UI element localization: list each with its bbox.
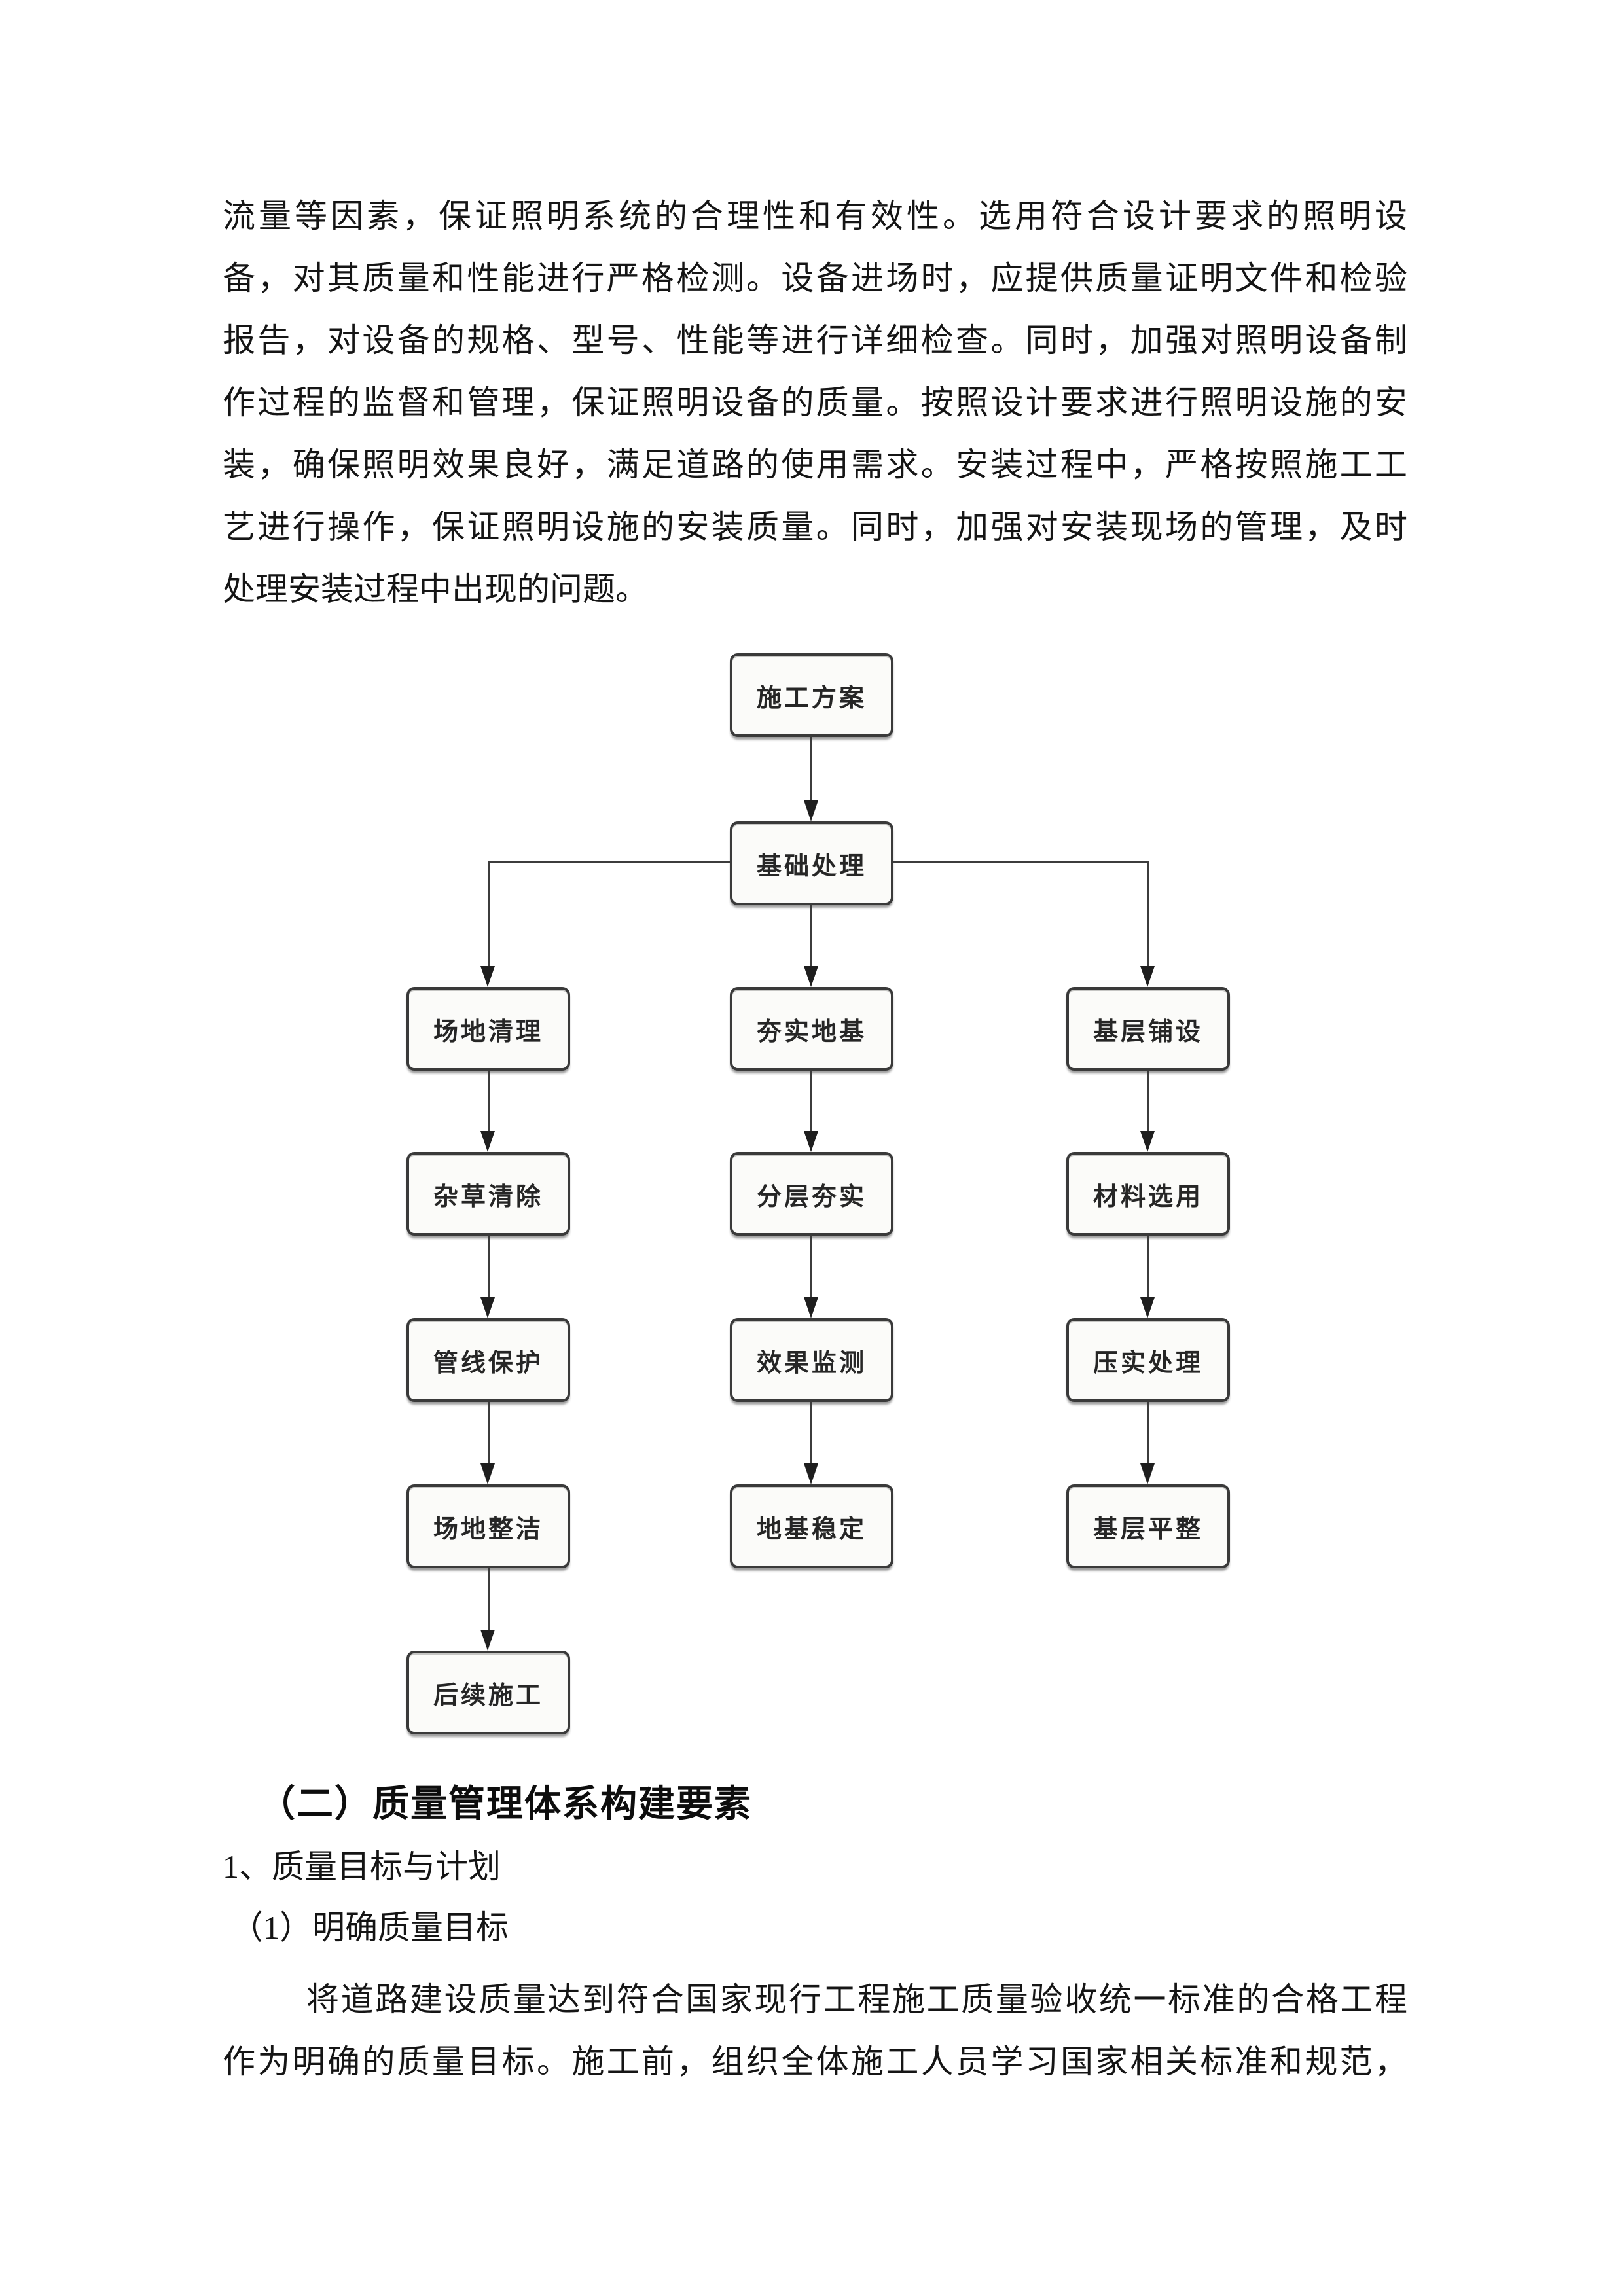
flow-connector <box>488 1568 490 1630</box>
flow-node-compaction-process: 压实处理 <box>1066 1318 1230 1402</box>
flow-connector <box>488 861 490 966</box>
flow-node-material-selection: 材料选用 <box>1066 1152 1230 1236</box>
flow-connector <box>810 905 812 966</box>
paragraph-top: 流量等因素，保证照明系统的合理性和有效性。选用符合设计要求的照明设 备，对其质量… <box>223 185 1407 620</box>
flow-arrowhead <box>480 1630 495 1651</box>
flow-node-effect-monitoring: 效果监测 <box>730 1318 893 1402</box>
flow-arrowhead <box>480 1297 495 1318</box>
subsection-heading: 1、质量目标与计划 <box>223 1848 501 1885</box>
paragraph-bottom: 将道路建设质量达到符合国家现行工程施工质量验收统一标准的合格工程 作为明确的质量… <box>223 1969 1407 2093</box>
flow-connector <box>1147 1402 1149 1463</box>
flow-arrowhead <box>1140 1463 1155 1484</box>
paragraph-line: 作过程的监督和管理，保证照明设备的质量。按照设计要求进行照明设施的安 <box>223 384 1407 421</box>
paragraph-line: 流量等因素，保证照明系统的合理性和有效性。选用符合设计要求的照明设 <box>223 198 1407 234</box>
flow-arrowhead <box>480 1463 495 1484</box>
flow-arrowhead <box>804 1463 818 1484</box>
flow-node-followup-construction: 后续施工 <box>406 1651 570 1734</box>
flow-arrowhead <box>480 966 495 987</box>
flow-node-layered-compaction: 分层夯实 <box>730 1152 893 1236</box>
paragraph-line: 备，对其质量和性能进行严格检测。设备进场时，应提供质量证明文件和检验 <box>223 260 1407 296</box>
flow-node-base-leveling: 基层平整 <box>1066 1484 1230 1568</box>
flow-arrowhead <box>1140 1131 1155 1152</box>
flow-connector <box>810 1071 812 1131</box>
paragraph-line: 将道路建设质量达到符合国家现行工程施工质量验收统一标准的合格工程 <box>306 1981 1407 2018</box>
flow-arrowhead <box>480 1131 495 1152</box>
flow-node-compact-foundation: 夯实地基 <box>730 987 893 1071</box>
flow-node-construction-plan: 施工方案 <box>730 653 893 737</box>
paragraph-line: 作为明确的质量目标。施工前，组织全体施工人员学习国家相关标准和规范， <box>223 2043 1407 2080</box>
flow-node-site-tidiness: 场地整洁 <box>406 1484 570 1568</box>
flow-connector <box>893 861 1148 863</box>
flow-connector <box>810 737 812 800</box>
flow-connector <box>810 1402 812 1463</box>
paragraph-line: 处理安装过程中出现的问题。 <box>223 571 648 607</box>
flow-arrowhead <box>1140 966 1155 987</box>
flow-node-pipeline-protection: 管线保护 <box>406 1318 570 1402</box>
flow-arrowhead <box>804 1131 818 1152</box>
paragraph-line: 艺进行操作，保证照明设施的安装质量。同时，加强对安装现场的管理，及时 <box>223 509 1407 545</box>
flow-node-foundation-treatment: 基础处理 <box>730 821 893 905</box>
flow-connector <box>488 1071 490 1131</box>
paragraph-line: 装，确保照明效果良好，满足道路的使用需求。安装过程中，严格按照施工工 <box>223 446 1407 483</box>
flow-node-site-clearing: 场地清理 <box>406 987 570 1071</box>
flow-arrowhead <box>1140 1297 1155 1318</box>
flow-arrowhead <box>804 966 818 987</box>
flow-connector <box>488 1236 490 1297</box>
flow-arrowhead <box>804 1297 818 1318</box>
flow-node-weed-removal: 杂草清除 <box>406 1152 570 1236</box>
flow-connector <box>488 1402 490 1463</box>
flow-arrowhead <box>804 800 818 821</box>
subsection-heading: （1）明确质量目标 <box>230 1909 509 1946</box>
flow-connector <box>1147 1236 1149 1297</box>
flow-connector <box>1147 861 1149 966</box>
flow-node-foundation-stable: 地基稳定 <box>730 1484 893 1568</box>
flow-connector <box>1147 1071 1149 1131</box>
paragraph-line: 报告，对设备的规格、型号、性能等进行详细检查。同时，加强对照明设备制 <box>223 322 1407 359</box>
flow-connector <box>810 1236 812 1297</box>
flow-node-base-laying: 基层铺设 <box>1066 987 1230 1071</box>
section-heading: （二）质量管理体系构建要素 <box>259 1784 752 1825</box>
flow-connector <box>488 861 730 863</box>
